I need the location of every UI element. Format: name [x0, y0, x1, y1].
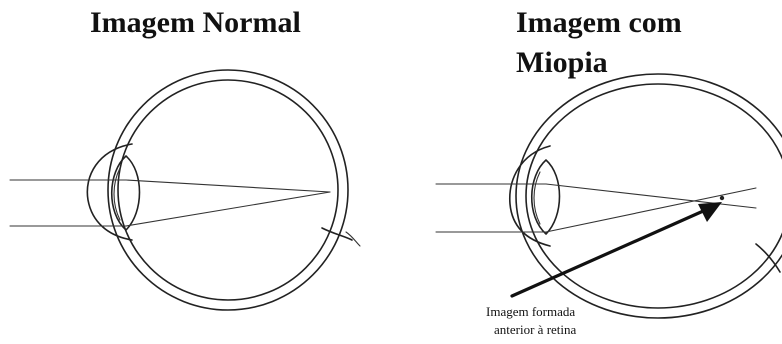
normal-ray-lower-refracted [126, 192, 330, 226]
normal-ray-upper-refracted [126, 180, 330, 192]
myopia-pointer-arrow-shaft [512, 208, 710, 296]
normal-eye-diagram [0, 0, 380, 344]
myopia-lens [532, 160, 560, 234]
myopia-eye-diagram [400, 0, 782, 344]
normal-lens [112, 156, 140, 230]
myopia-ray-lower-refracted [546, 188, 756, 232]
myopia-caption-line-1: Imagem formada [486, 304, 575, 320]
myopia-ray-upper-refracted [546, 184, 756, 208]
myopia-focal-point [720, 196, 724, 200]
normal-eyeball-outer [108, 70, 348, 310]
myopia-caption-line-2: anterior à retina [494, 322, 576, 338]
